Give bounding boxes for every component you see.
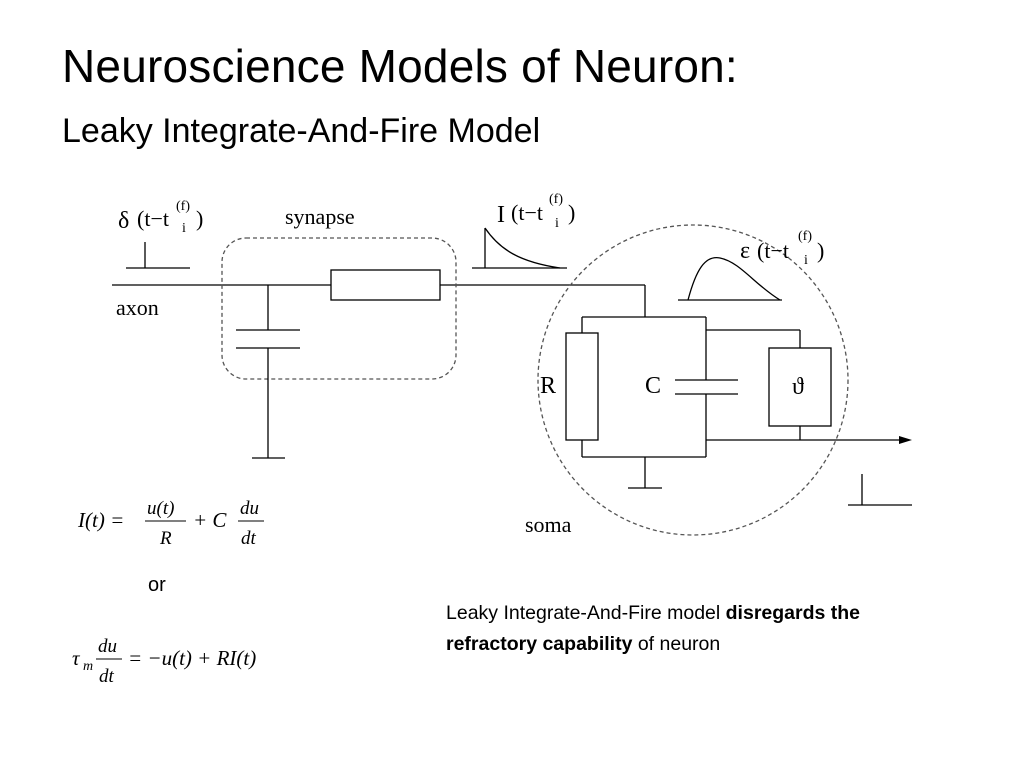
output-arrow-head — [899, 436, 912, 444]
slide-subtitle: Leaky Integrate-And-Fire Model — [62, 112, 541, 150]
eq1-num1: u(t) — [147, 498, 174, 519]
epsilon-symbol: ε — [740, 238, 750, 264]
eq1-den1: R — [159, 528, 172, 549]
eq2-den: dt — [99, 666, 115, 687]
synapse-box — [221, 237, 457, 380]
epsilon-sup: (f) — [798, 229, 812, 244]
current-decay-curve — [484, 227, 561, 269]
current-close: ) — [568, 200, 575, 225]
threshold-label: ϑ — [792, 374, 804, 400]
epsilon-sub: i — [804, 253, 808, 268]
or-label: or — [148, 574, 166, 596]
refractory-note: Leaky Integrate-And-Fire model disregard… — [446, 598, 916, 660]
note-bold: disregards the refractory capability — [446, 602, 861, 655]
slide-title: Neuroscience Models of Neuron: — [62, 40, 738, 92]
epsilon-args: (t−t — [757, 238, 789, 263]
capacitor-label: C — [645, 373, 661, 399]
psp-curve — [687, 257, 781, 301]
soma-label: soma — [525, 512, 572, 537]
eq2-tau-sub: m — [83, 659, 93, 674]
equation-2: τ m du dt = −u(t) + RI(t) — [72, 636, 256, 687]
current-sup: (f) — [549, 192, 563, 207]
current-sub: i — [555, 216, 559, 231]
delta-sup: (f) — [176, 199, 190, 214]
eq2-num: du — [98, 636, 117, 657]
soma-circle — [537, 224, 849, 536]
soma-resistor — [565, 332, 599, 441]
eq1-den2: dt — [241, 528, 257, 549]
note-part-2: of neuron — [632, 633, 721, 655]
eq1-plus-c: + C — [193, 508, 227, 532]
eq1-lhs: I(t) = — [77, 508, 124, 532]
delta-close: ) — [196, 206, 203, 231]
epsilon-close: ) — [817, 238, 824, 263]
delta-symbol: δ — [118, 208, 129, 234]
eq1-num2: du — [240, 498, 259, 519]
axon-label: axon — [116, 295, 159, 320]
synapse-label: synapse — [285, 204, 355, 229]
current-args: (t−t — [511, 200, 543, 225]
resistor-label: R — [540, 373, 556, 399]
delta-sub: i — [182, 221, 186, 236]
delta-args: (t−t — [137, 206, 169, 231]
eq2-tau: τ — [72, 646, 81, 670]
equation-1: I(t) = u(t) R + C du dt — [77, 498, 264, 549]
synapse-resistor — [330, 269, 441, 301]
eq2-rhs: = −u(t) + RI(t) — [128, 646, 256, 670]
note-part-1: Leaky Integrate-And-Fire model — [446, 602, 726, 624]
current-symbol: I — [497, 202, 505, 228]
